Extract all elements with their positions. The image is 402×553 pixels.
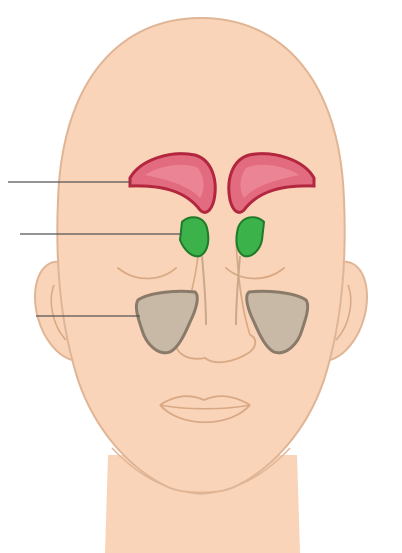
diagram-stage (0, 0, 402, 553)
sinus-diagram (0, 0, 402, 553)
